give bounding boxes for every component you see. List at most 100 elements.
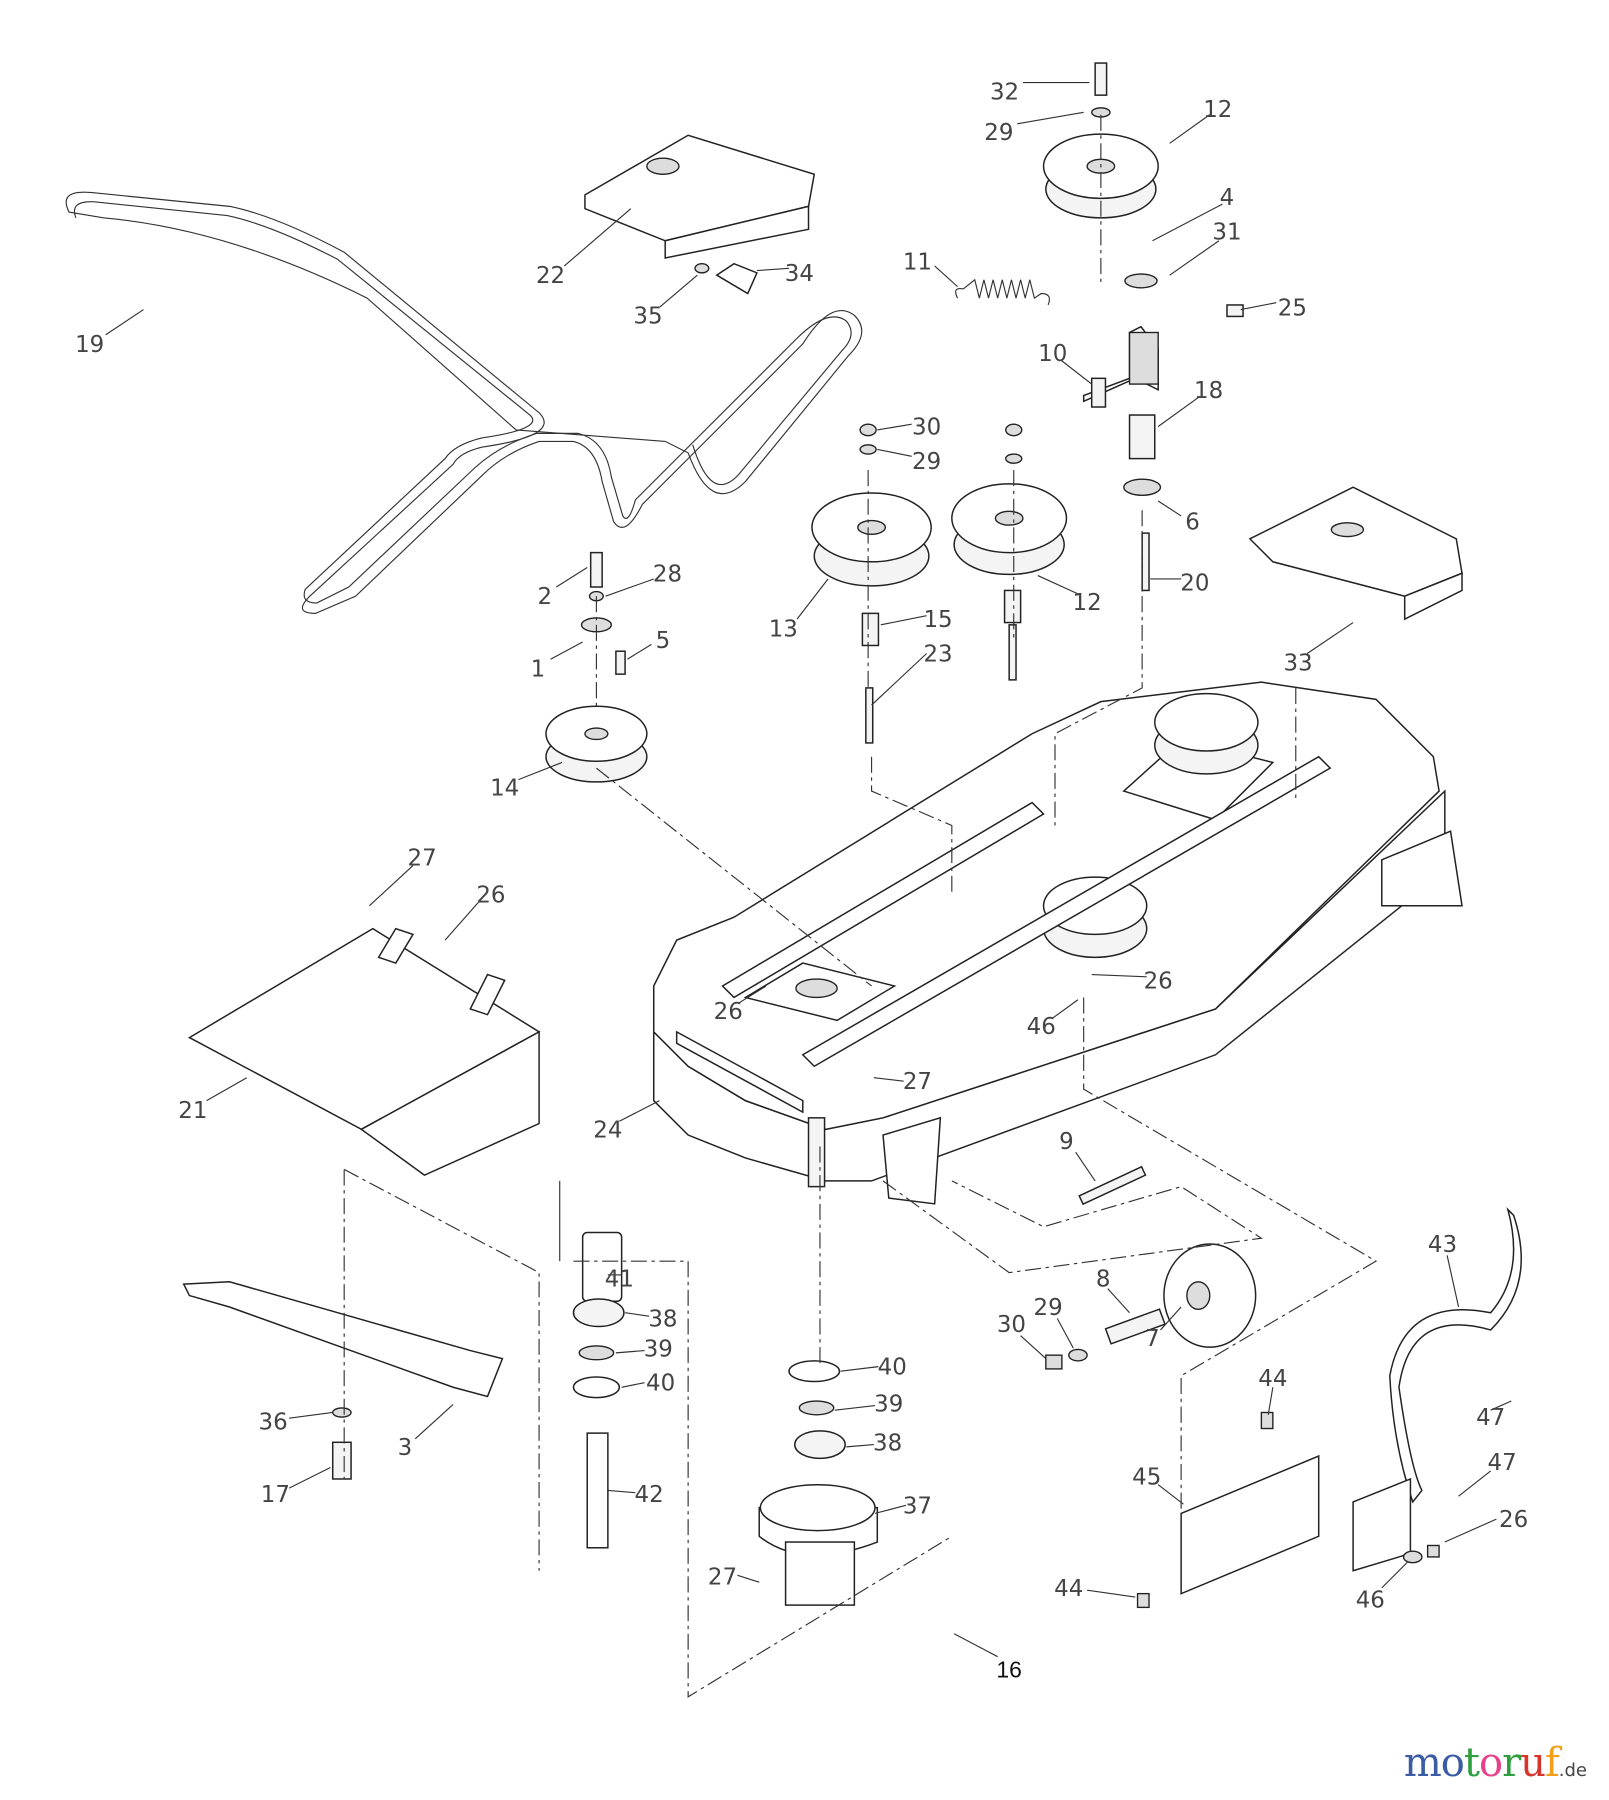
leader-line xyxy=(1056,1318,1074,1349)
callout-36: 36 xyxy=(259,1410,288,1436)
callout-19: 19 xyxy=(75,332,104,358)
leader-line xyxy=(1160,1306,1182,1331)
callout-23: 23 xyxy=(923,642,952,668)
leader-line xyxy=(289,1411,333,1419)
logo-letter: r xyxy=(1502,1740,1521,1786)
leader-line xyxy=(1169,240,1220,276)
callout-37: 37 xyxy=(903,1493,932,1519)
leader-line xyxy=(288,1467,331,1489)
leader-line xyxy=(444,900,480,941)
spring xyxy=(955,278,1050,306)
leader-line xyxy=(1381,1561,1409,1589)
leader-line xyxy=(624,1312,650,1317)
callout-38: 38 xyxy=(873,1430,902,1456)
callout-47: 47 xyxy=(1488,1450,1517,1476)
leader-line xyxy=(105,309,144,336)
callout-32: 32 xyxy=(990,80,1019,106)
callout-38: 38 xyxy=(648,1306,677,1332)
leader-line xyxy=(550,641,583,660)
callout-26: 26 xyxy=(1144,968,1173,994)
callout-16: 16 xyxy=(996,1656,1021,1682)
leader-line xyxy=(621,1382,645,1388)
callout-9: 9 xyxy=(1059,1129,1074,1155)
logo-letter: o xyxy=(1440,1740,1465,1786)
leader-line xyxy=(846,1444,874,1448)
leader-line xyxy=(563,208,632,267)
logo-letter: o xyxy=(1478,1740,1503,1786)
callout-22: 22 xyxy=(536,263,565,289)
callout-21: 21 xyxy=(178,1098,207,1124)
callout-7: 7 xyxy=(1145,1326,1160,1352)
callout-33: 33 xyxy=(1283,651,1312,677)
callout-46: 46 xyxy=(1027,1014,1056,1040)
leader-line xyxy=(871,653,927,706)
callout-40: 40 xyxy=(878,1355,907,1381)
leader-line xyxy=(615,1350,645,1354)
leader-line xyxy=(605,578,654,597)
leader-line xyxy=(873,1077,904,1082)
leader-line xyxy=(1169,114,1211,144)
callout-42: 42 xyxy=(635,1482,664,1508)
mower-deck xyxy=(652,681,1463,1205)
callout-43: 43 xyxy=(1428,1232,1457,1258)
leader-line xyxy=(1052,999,1079,1019)
leader-line xyxy=(555,567,588,588)
leader-line xyxy=(659,274,698,308)
callout-20: 20 xyxy=(1180,570,1209,596)
leader-line xyxy=(1087,1589,1136,1598)
callout-27: 27 xyxy=(408,846,437,872)
leader-line xyxy=(1446,1255,1460,1308)
idler-pulley-13 xyxy=(811,492,932,587)
leader-line xyxy=(1060,359,1093,385)
logo-letter: t xyxy=(1463,1740,1480,1786)
callout-39: 39 xyxy=(644,1336,673,1362)
leader-line xyxy=(1444,1518,1497,1543)
callout-39: 39 xyxy=(874,1391,903,1417)
leader-line xyxy=(627,643,652,660)
leader-line xyxy=(1152,203,1223,242)
leader-line xyxy=(518,761,563,781)
motoruf-logo: motoruf.de xyxy=(1403,1740,1587,1786)
logo-letter: u xyxy=(1520,1740,1546,1786)
callout-14: 14 xyxy=(490,776,519,802)
callout-2: 2 xyxy=(538,584,553,610)
leader-line xyxy=(953,1633,998,1658)
callout-31: 31 xyxy=(1212,220,1241,246)
leader-line xyxy=(1306,622,1354,654)
leader-line xyxy=(1458,1470,1492,1497)
callout-15: 15 xyxy=(923,607,952,633)
idler-arm xyxy=(1082,273,1162,496)
callout-45: 45 xyxy=(1132,1465,1161,1491)
callout-46: 46 xyxy=(1356,1587,1385,1613)
callout-28: 28 xyxy=(653,561,682,587)
leader-line xyxy=(369,865,414,907)
callout-11: 11 xyxy=(903,249,932,275)
leader-line xyxy=(796,578,829,620)
leader-line xyxy=(874,1504,907,1514)
leader-line xyxy=(880,615,927,626)
leader-line xyxy=(414,1404,454,1440)
baffle-and-brackets xyxy=(1136,1207,1522,1609)
callout-29: 29 xyxy=(1034,1295,1063,1321)
callout-6: 6 xyxy=(1185,510,1200,536)
anti-scalp-wheel xyxy=(1045,1165,1257,1370)
leader-line xyxy=(1157,500,1182,517)
callout-26: 26 xyxy=(714,999,743,1025)
callout-47: 47 xyxy=(1476,1405,1505,1431)
leader-line xyxy=(1240,302,1277,311)
leader-line xyxy=(1157,396,1200,427)
callout-34: 34 xyxy=(785,261,814,287)
leader-line xyxy=(1017,111,1084,125)
callout-24: 24 xyxy=(593,1117,622,1143)
logo-letter: f xyxy=(1544,1740,1560,1786)
assembly-lines xyxy=(343,114,1378,1698)
leader-line xyxy=(1490,1400,1512,1411)
leader-line xyxy=(607,1489,636,1494)
callout-12: 12 xyxy=(1203,97,1232,123)
callout-12: 12 xyxy=(1073,590,1102,616)
callout-26: 26 xyxy=(476,882,505,908)
callout-4: 4 xyxy=(1220,185,1235,211)
callout-18: 18 xyxy=(1194,378,1223,404)
